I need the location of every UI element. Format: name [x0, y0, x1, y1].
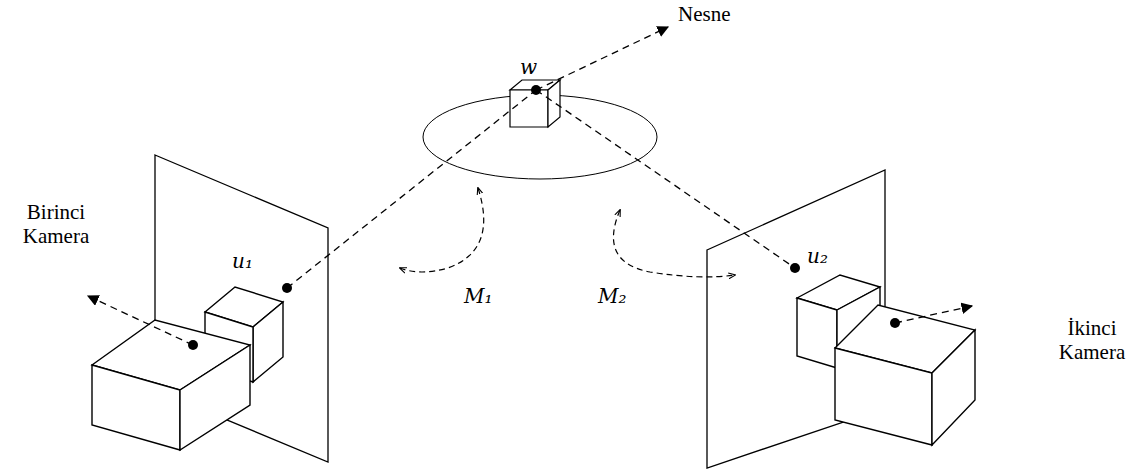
projection-ray — [88, 27, 972, 345]
point-label: u₂ — [805, 245, 830, 268]
camera — [797, 275, 975, 445]
transform-arc — [400, 188, 735, 277]
point-label: w — [518, 56, 539, 79]
transform-label: M₂ — [596, 285, 629, 308]
transform-label: M₁ — [462, 285, 495, 308]
point-label: u₁ — [230, 250, 255, 273]
point-dot — [188, 85, 900, 350]
object-label: Nesne — [676, 2, 732, 26]
image-plane — [155, 155, 328, 462]
camera-label: İkinci Kamera — [1050, 316, 1134, 364]
object-cube — [510, 80, 560, 127]
camera-label: Birinci Kamera — [14, 200, 98, 248]
camera — [92, 287, 283, 450]
